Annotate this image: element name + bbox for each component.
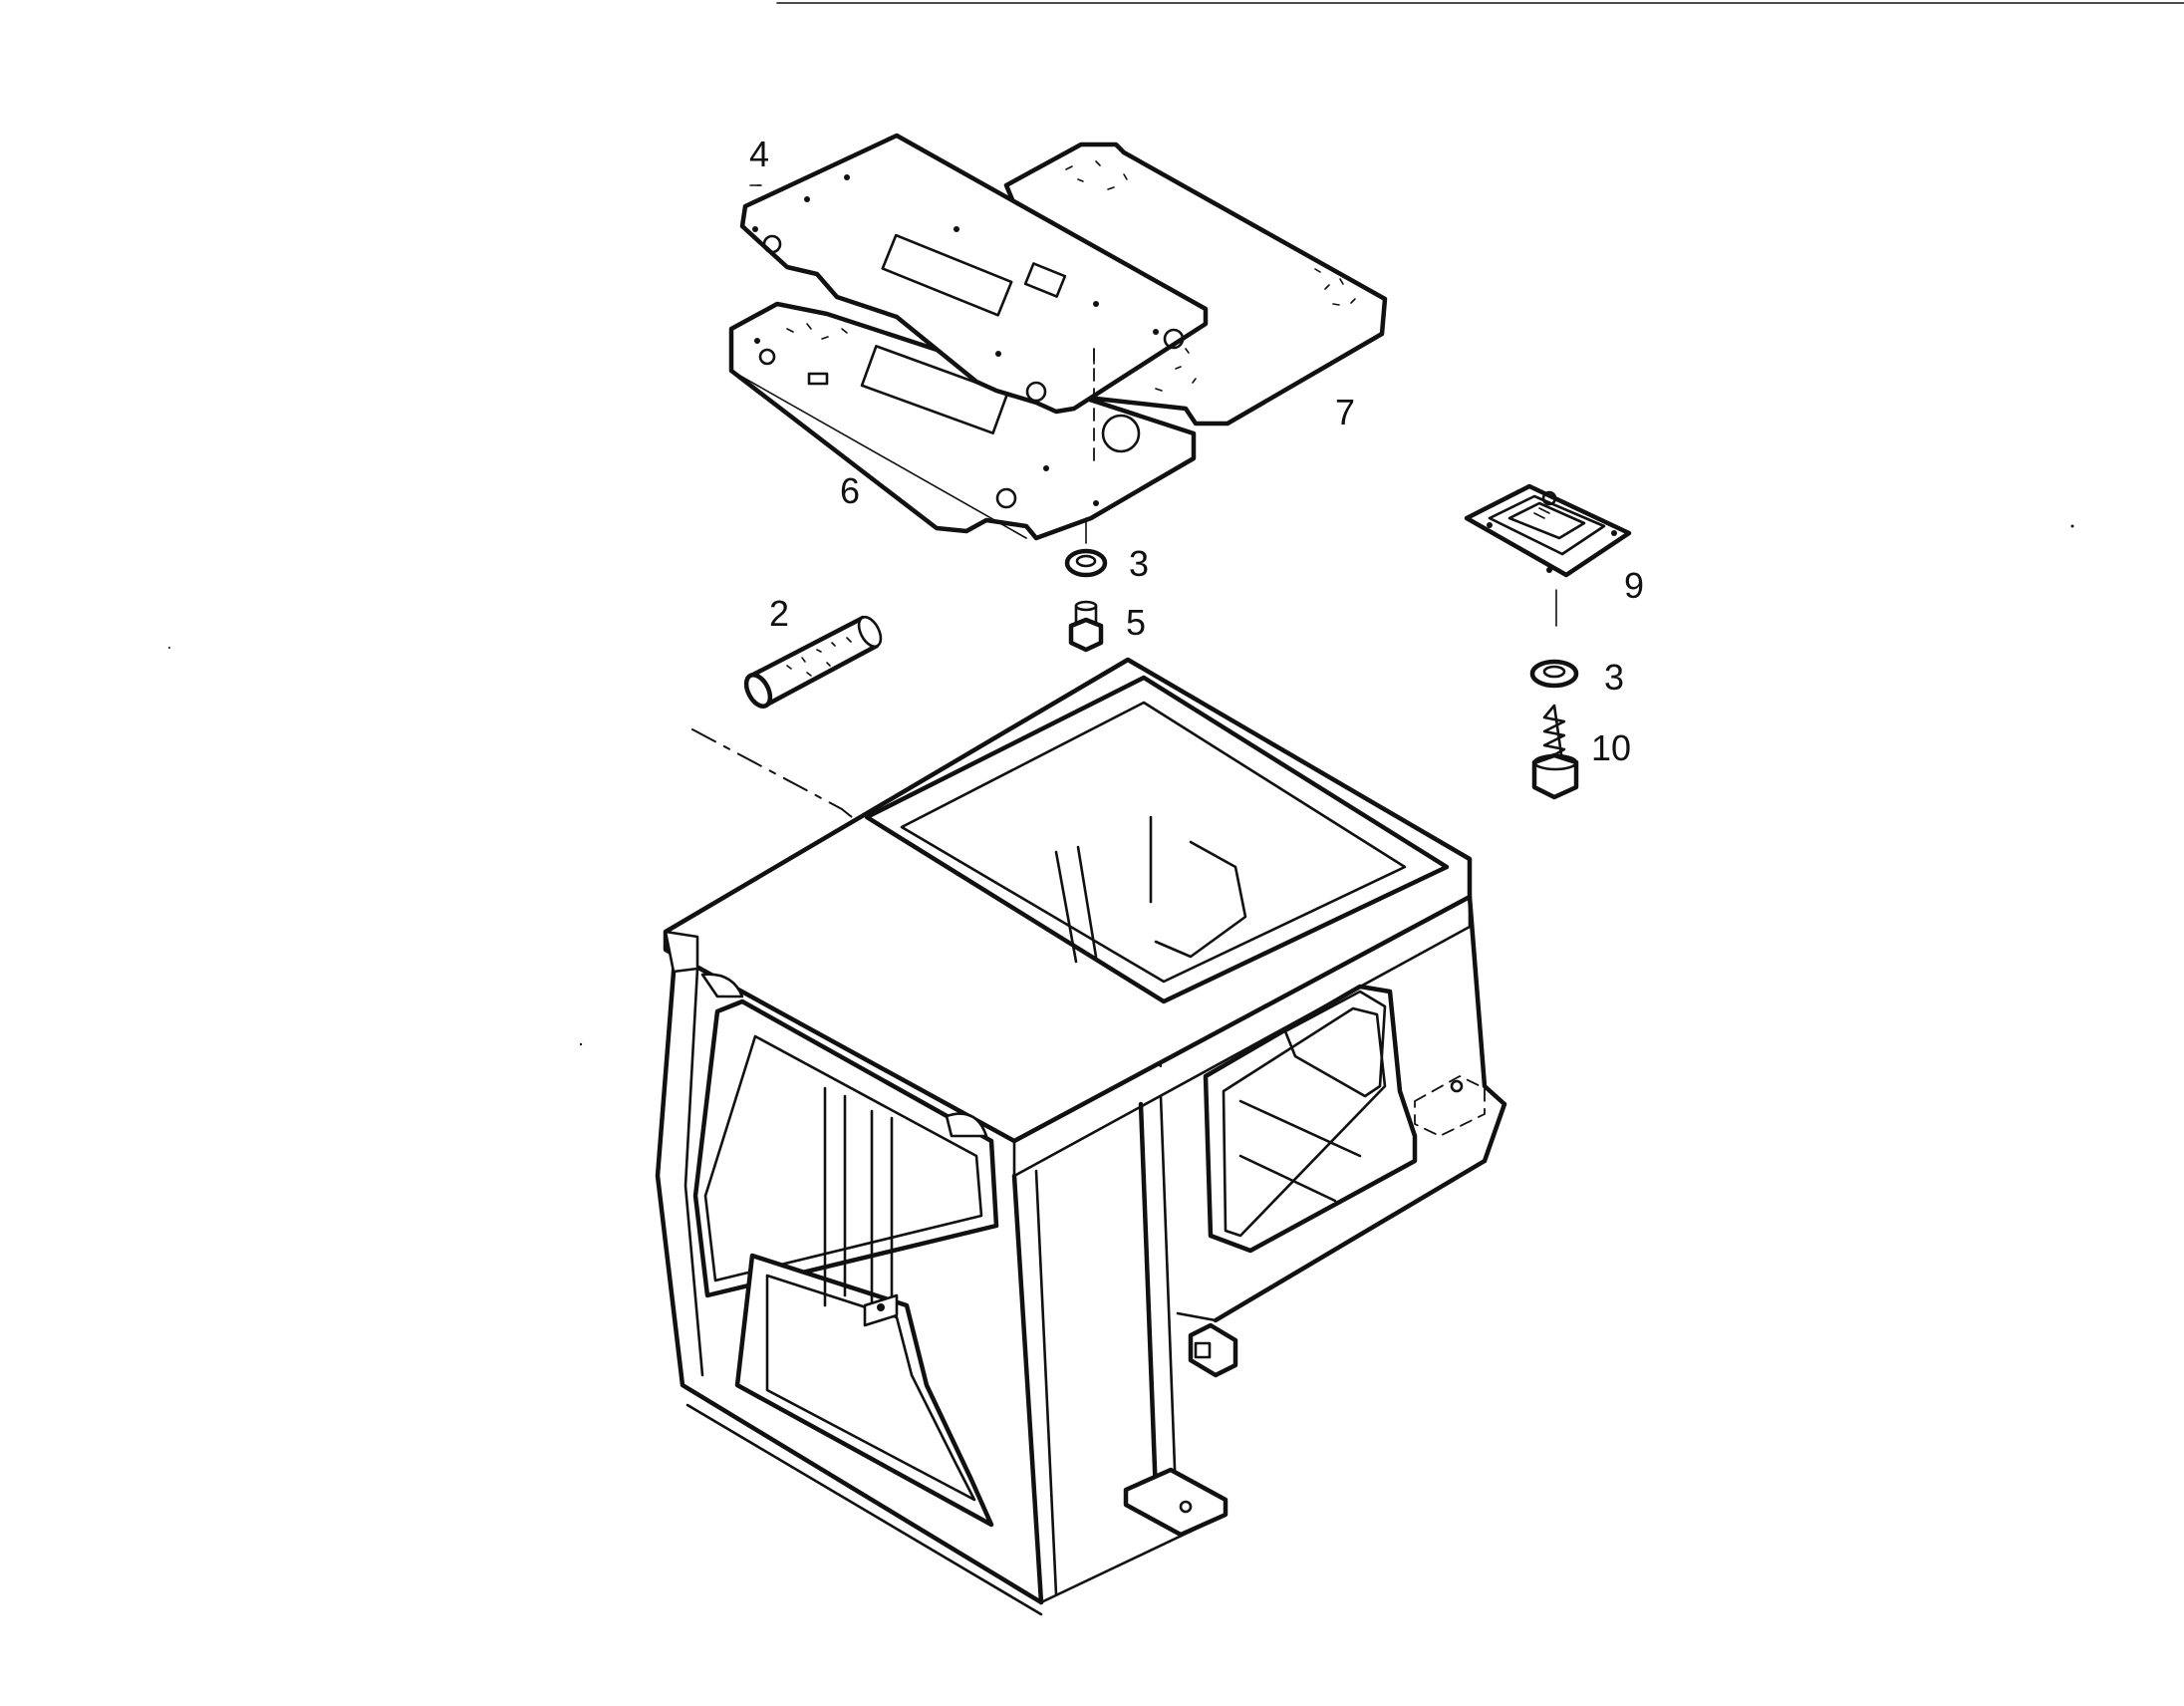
scan-specks [168, 524, 2074, 1046]
callout-labels: 4 7 6 3 5 2 9 3 10 [749, 134, 1644, 768]
part-9-rubber-mount [1464, 483, 1632, 627]
part-5-screw [1068, 600, 1104, 653]
part-2-filter-element [743, 615, 883, 709]
cab-frame [655, 657, 1507, 1616]
callout-7: 7 [1335, 392, 1355, 432]
part-10-tapping-screw [1531, 704, 1579, 800]
callout-6: 6 [840, 470, 860, 511]
callout-3b: 3 [1604, 657, 1624, 698]
part-3-washer-left [1064, 548, 1108, 578]
callout-10: 10 [1591, 727, 1631, 768]
callout-2: 2 [769, 593, 789, 634]
part-4-cover-plate [739, 133, 1209, 415]
callout-3a: 3 [1129, 543, 1149, 584]
alignment-line-plate [1085, 348, 1095, 544]
part-3-washer-right [1529, 659, 1579, 689]
callout-5: 5 [1126, 602, 1146, 643]
part-6-floor-plate [728, 301, 1197, 541]
callout-9: 9 [1624, 565, 1644, 606]
callout-4: 4 [749, 134, 769, 174]
